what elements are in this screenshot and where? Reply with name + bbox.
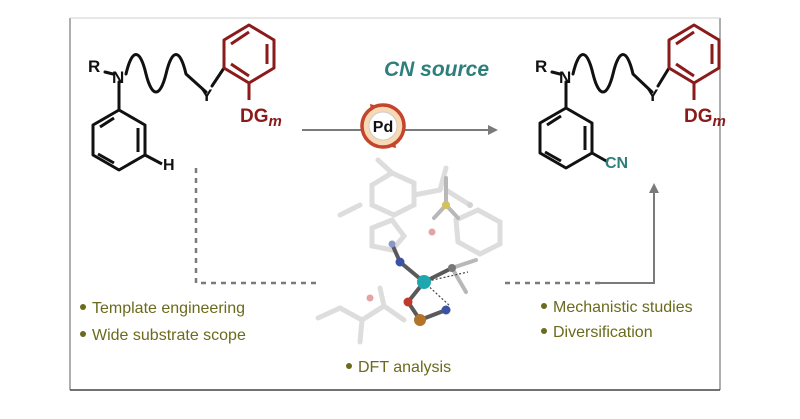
left-h-label: H [163,157,175,174]
right-dg-text: DG [684,106,713,127]
bullet-right-1: Mechanistic studies [553,299,693,316]
bullet-left-1: Template engineering [92,300,245,317]
right-dg-subscript: m [713,113,726,130]
up-arrow [600,183,659,284]
bullet-right-2: Diversification [553,324,653,341]
right-molecule: R N Y DGm CN [535,23,726,172]
bullet-dft: DFT analysis [358,359,451,376]
left-molecule: R N Y DGm H [88,23,282,174]
left-y-label: Y [201,86,213,105]
bullet-bottom: DFT analysis [346,359,451,376]
right-cn-label: CN [605,155,628,172]
bullets-right: Mechanistic studies Diversification [541,299,693,341]
left-dg-label: DGm [240,106,282,130]
left-dg-subscript: m [269,113,282,130]
bullet-left-2: Wide substrate scope [92,327,246,344]
pd-catalyst-icon: Pd [360,103,406,149]
left-dg-text: DG [240,106,269,127]
dft-structure-icon [315,157,503,345]
right-dg-label: DGm [684,106,726,130]
right-y-label: Y [647,86,659,105]
cn-source-label: CN source [384,58,489,81]
bullets-left: Template engineering Wide substrate scop… [80,300,246,344]
left-n-label: N [112,68,124,87]
left-dashed-connector [194,168,320,285]
right-n-label: N [559,68,571,87]
frame [69,17,721,391]
pd-label: Pd [373,119,393,136]
right-r-label: R [535,57,547,76]
left-r-label: R [88,57,100,76]
